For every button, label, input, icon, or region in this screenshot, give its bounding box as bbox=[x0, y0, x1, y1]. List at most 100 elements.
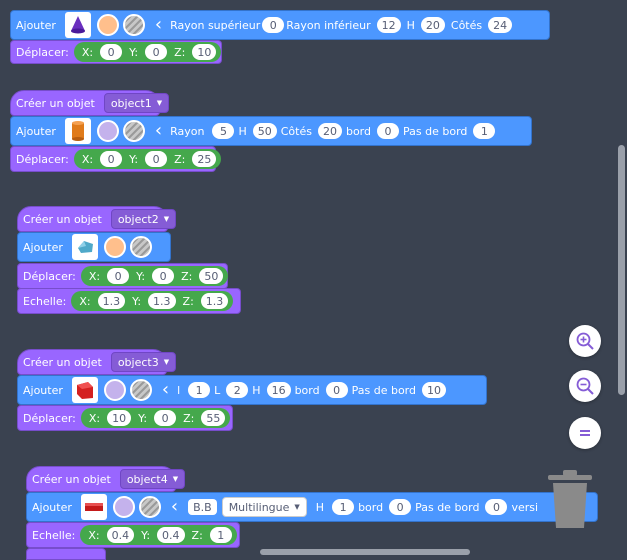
z-input[interactable]: 50 bbox=[199, 268, 224, 284]
trash-icon[interactable] bbox=[548, 470, 592, 530]
object-name: object2 bbox=[117, 212, 159, 226]
param-label: Côtés bbox=[280, 124, 312, 138]
z-input[interactable]: 55 bbox=[201, 410, 226, 426]
mesh-thumbnail[interactable] bbox=[71, 234, 98, 260]
texture-circle[interactable] bbox=[129, 236, 152, 258]
object-dropdown[interactable]: object1▼ bbox=[103, 93, 170, 113]
create-object-block[interactable]: Créer un objet object1▼ bbox=[10, 90, 170, 116]
y-input[interactable]: 0 bbox=[152, 268, 175, 284]
move-block[interactable]: Déplacer: X:0 Y:0 Z:25 bbox=[10, 146, 222, 172]
height-input[interactable]: 50 bbox=[252, 123, 277, 139]
z-label: Z: bbox=[183, 411, 195, 425]
move-block[interactable]: Déplacer: X:0 Y:0 Z:10 bbox=[10, 40, 222, 64]
height-input[interactable]: 1 bbox=[332, 499, 355, 515]
move-label: Déplacer: bbox=[23, 411, 76, 425]
texture-circle[interactable] bbox=[129, 379, 152, 401]
object-dropdown[interactable]: object4▼ bbox=[119, 469, 186, 489]
step-input[interactable]: 10 bbox=[422, 382, 446, 398]
param-label: versi bbox=[511, 500, 539, 514]
horizontal-scrollbar[interactable] bbox=[260, 549, 470, 555]
color-circle[interactable] bbox=[103, 379, 126, 401]
z-input[interactable]: 25 bbox=[192, 151, 217, 167]
z-label: Z: bbox=[174, 45, 186, 59]
scale-block[interactable]: Echelle: X:1.3 Y:1.3 Z:1.3 bbox=[17, 288, 241, 314]
cylinder-thumbnail[interactable] bbox=[64, 118, 91, 144]
move-label: Déplacer: bbox=[16, 45, 69, 59]
step-input[interactable]: 0 bbox=[485, 499, 508, 515]
color-circle[interactable] bbox=[103, 236, 126, 258]
bottom-radius-input[interactable]: 12 bbox=[376, 17, 401, 33]
collapse-chevron-icon[interactable]: ‹ bbox=[154, 120, 163, 141]
next-block-stub[interactable] bbox=[26, 548, 106, 560]
border-input[interactable]: 0 bbox=[377, 123, 399, 139]
texture-circle[interactable] bbox=[138, 496, 161, 518]
zoom-in-button[interactable] bbox=[569, 325, 601, 357]
text-input[interactable]: B.B bbox=[188, 499, 217, 515]
scale-block[interactable]: Echelle: X:0.4 Y:0.4 Z:1 bbox=[26, 522, 240, 548]
x-label: X: bbox=[81, 152, 94, 166]
height-input[interactable]: 16 bbox=[266, 382, 291, 398]
step-input[interactable]: 1 bbox=[473, 123, 496, 139]
cone-thumbnail[interactable] bbox=[64, 12, 91, 38]
create-object-block[interactable]: Créer un objet object4▼ bbox=[26, 466, 186, 492]
width-input[interactable]: 1 bbox=[188, 382, 211, 398]
text3d-thumbnail[interactable] bbox=[80, 494, 107, 520]
vertical-scrollbar[interactable] bbox=[618, 145, 625, 395]
color-circle[interactable] bbox=[112, 496, 135, 518]
create-label: Créer un objet bbox=[16, 96, 95, 110]
move-block[interactable]: Déplacer: X:0 Y:0 Z:50 bbox=[17, 263, 229, 289]
scale-label: Echelle: bbox=[32, 528, 76, 542]
y-input[interactable]: 1.3 bbox=[148, 293, 176, 309]
create-object-block[interactable]: Créer un objet object3▼ bbox=[17, 349, 177, 375]
texture-circle[interactable] bbox=[122, 14, 145, 36]
height-input[interactable]: 20 bbox=[420, 17, 445, 33]
collapse-chevron-icon[interactable]: ‹ bbox=[161, 379, 170, 400]
color-circle[interactable] bbox=[96, 120, 119, 142]
x-input[interactable]: 0.4 bbox=[106, 527, 135, 543]
border-input[interactable]: 0 bbox=[389, 499, 412, 515]
y-label: Y: bbox=[136, 269, 146, 283]
object-dropdown[interactable]: object3▼ bbox=[110, 352, 177, 372]
sides-input[interactable]: 24 bbox=[488, 17, 513, 33]
z-input[interactable]: 10 bbox=[192, 44, 217, 60]
add-block-cylinder[interactable]: Ajouter ‹ Rayon 5 H 50 Côtés 20 bord 0 P… bbox=[10, 116, 532, 146]
move-block[interactable]: Déplacer: X:10 Y:0 Z:55 bbox=[17, 405, 233, 431]
font-dropdown[interactable]: Multilingue▼ bbox=[221, 497, 307, 517]
add-block-text[interactable]: Ajouter ‹ B.B Multilingue▼ H 1 bord 0 Pa… bbox=[26, 492, 598, 522]
border-input[interactable]: 0 bbox=[325, 382, 348, 398]
object-dropdown[interactable]: object2▼ bbox=[110, 209, 177, 229]
collapse-chevron-icon[interactable]: ‹ bbox=[154, 14, 163, 35]
x-input[interactable]: 0 bbox=[107, 268, 130, 284]
collapse-chevron-icon[interactable]: ‹ bbox=[170, 496, 179, 517]
caret-down-icon: ▼ bbox=[172, 475, 179, 483]
z-input[interactable]: 1.3 bbox=[200, 293, 229, 309]
add-block-box[interactable]: Ajouter ‹ l 1 L 2 H 16 bord 0 Pas de bor… bbox=[17, 375, 487, 405]
param-label: Pas de bord bbox=[351, 383, 416, 397]
x-input[interactable]: 0 bbox=[100, 44, 123, 60]
x-input[interactable]: 0 bbox=[100, 151, 123, 167]
y-input[interactable]: 0 bbox=[145, 44, 168, 60]
length-input[interactable]: 2 bbox=[226, 382, 249, 398]
color-circle[interactable] bbox=[96, 14, 119, 36]
zoom-out-button[interactable] bbox=[569, 370, 601, 402]
sides-input[interactable]: 20 bbox=[317, 123, 342, 139]
vector-xyz: X:0 Y:0 Z:25 bbox=[73, 149, 222, 169]
param-label: Rayon inférieur bbox=[286, 18, 371, 32]
z-input[interactable]: 1 bbox=[209, 527, 232, 543]
zoom-reset-button[interactable] bbox=[569, 417, 601, 449]
y-input[interactable]: 0.4 bbox=[157, 527, 185, 543]
y-input[interactable]: 0 bbox=[145, 151, 168, 167]
add-label: Ajouter bbox=[16, 124, 56, 138]
add-block-mesh[interactable]: Ajouter bbox=[17, 232, 171, 262]
box-thumbnail[interactable] bbox=[71, 377, 98, 403]
x-input[interactable]: 10 bbox=[107, 410, 132, 426]
x-input[interactable]: 1.3 bbox=[97, 293, 126, 309]
texture-circle[interactable] bbox=[122, 120, 145, 142]
param-label: bord bbox=[345, 124, 371, 138]
add-block-cone[interactable]: Ajouter ‹ Rayon supérieur 0 Rayon inféri… bbox=[10, 10, 550, 40]
y-input[interactable]: 0 bbox=[154, 410, 177, 426]
radius-input[interactable]: 5 bbox=[212, 123, 235, 139]
create-object-block[interactable]: Créer un objet object2▼ bbox=[17, 206, 177, 232]
top-radius-input[interactable]: 0 bbox=[262, 17, 285, 33]
scale-label: Echelle: bbox=[23, 294, 67, 308]
